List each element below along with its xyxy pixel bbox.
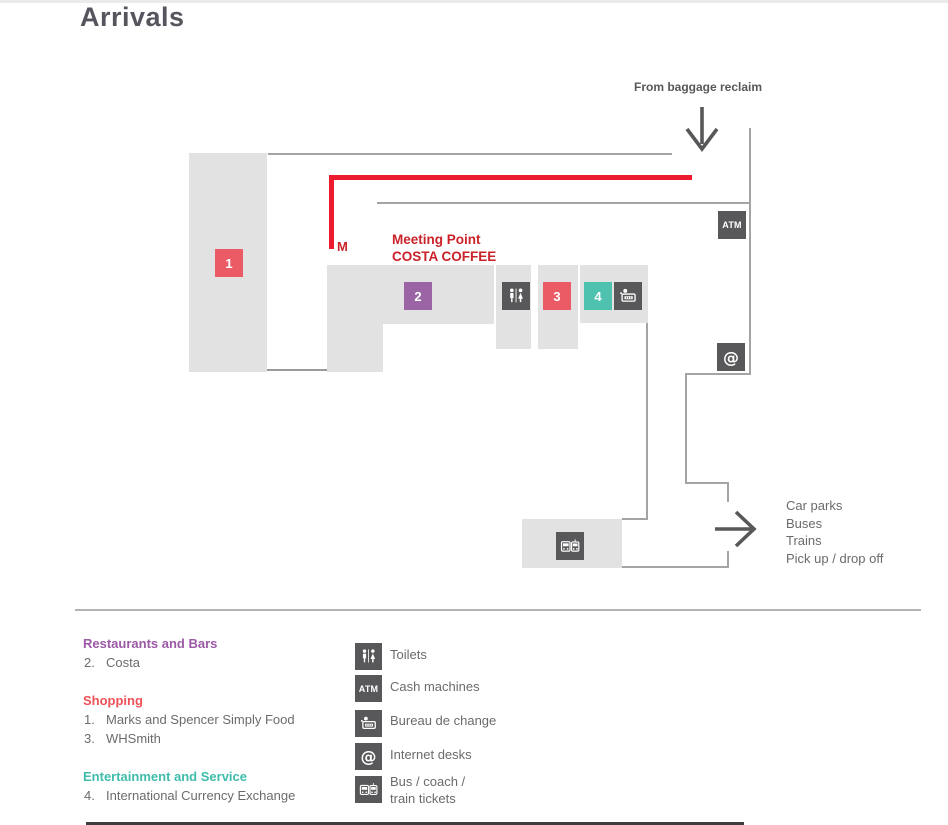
item-label: International Currency Exchange: [106, 788, 296, 803]
exit-line: Buses: [786, 515, 823, 531]
at-symbol: @: [723, 347, 739, 367]
marker-number: 2: [414, 288, 422, 304]
wall-line: [622, 518, 648, 520]
exit-destinations: Car parks Buses Trains Pick up / drop of…: [786, 497, 883, 567]
wall-line: [685, 373, 687, 484]
meeting-point-label: Meeting Point COSTA COFFEE: [392, 232, 496, 265]
wall-line: [646, 323, 648, 520]
toilets-icon: [355, 643, 382, 670]
bureau-de-change-icon: [614, 282, 642, 310]
wall-line: [727, 551, 729, 568]
bus-train-icon: [355, 776, 382, 803]
wall-line: [622, 566, 729, 568]
page-bottom-bar: [86, 822, 744, 825]
wall-line: [727, 482, 729, 502]
legend-item-marks-spencer: 1. Marks and Spencer Simply Food: [84, 712, 295, 727]
map-marker-4: 4: [584, 282, 612, 310]
legend-icon-label-cash-machines: Cash machines: [390, 679, 480, 694]
item-label: Costa: [106, 655, 140, 670]
legend-icon-label-internet: Internet desks: [390, 747, 472, 762]
item-number: 4.: [84, 788, 95, 803]
meeting-point-route-line-horizontal: [329, 175, 692, 180]
map-marker-1: 1: [215, 249, 243, 277]
page-top-border: [0, 0, 948, 3]
marker-number: 4: [594, 288, 602, 304]
item-number: 1.: [84, 712, 95, 727]
wall-line: [685, 482, 729, 484]
exit-line: Car parks: [786, 498, 843, 513]
at-symbol: @: [360, 747, 377, 766]
item-number: 2.: [84, 655, 95, 670]
meeting-point-line1: Meeting Point: [392, 232, 481, 247]
arrow-down-icon: [685, 107, 719, 152]
legend-heading-entertainment: Entertainment and Service: [83, 769, 247, 784]
meeting-point-route-line-vertical: [329, 175, 334, 249]
legend-icon-label-bureau: Bureau de change: [390, 713, 497, 728]
internet-desk-icon: @: [355, 743, 382, 770]
atm-icon: ATM: [718, 211, 746, 239]
map-marker-2: 2: [404, 282, 432, 310]
item-label: Marks and Spencer Simply Food: [106, 712, 295, 727]
legend-heading-restaurants: Restaurants and Bars: [83, 636, 218, 651]
item-number: 3.: [84, 731, 95, 746]
atm-icon-text: ATM: [358, 683, 379, 694]
bureau-de-change-icon: [355, 710, 382, 737]
legend-item-currency-exchange: 4. International Currency Exchange: [84, 788, 295, 803]
page-title: Arrivals: [80, 2, 185, 32]
arrow-right-icon: [715, 510, 757, 548]
internet-desk-icon: @: [717, 343, 745, 371]
meeting-point-m-marker: M: [337, 239, 348, 254]
exit-line: Pick up / drop off: [786, 550, 884, 566]
toilets-icon: [502, 282, 530, 310]
legend-item-costa: 2. Costa: [84, 655, 140, 670]
legend-heading-shopping: Shopping: [83, 693, 143, 708]
bus-train-icon: [556, 532, 584, 560]
map-marker-3: 3: [543, 282, 571, 310]
item-label: WHSmith: [106, 731, 161, 746]
map-zone-costa-extension: [327, 324, 383, 372]
marker-number: 3: [553, 288, 561, 304]
bus-label-line1: Bus / coach /: [390, 774, 466, 789]
from-baggage-reclaim-label: From baggage reclaim: [634, 80, 763, 94]
bus-label-line2: train tickets: [390, 790, 456, 806]
meeting-point-line2: COSTA COFFEE: [392, 248, 497, 264]
legend-icon-label-toilets: Toilets: [390, 647, 427, 662]
wall-line-corridor: [267, 369, 327, 371]
atm-icon: ATM: [355, 675, 382, 702]
marker-number: 1: [225, 255, 233, 271]
wall-line-right: [749, 128, 751, 375]
wall-line-inner: [377, 202, 751, 204]
legend-icon-label-bus-tickets: Bus / coach / train tickets: [390, 774, 465, 807]
legend-item-whsmith: 3. WHSmith: [84, 731, 161, 746]
atm-icon-text: ATM: [722, 220, 742, 230]
wall-line-top: [268, 153, 672, 155]
exit-line: Trains: [786, 533, 822, 548]
legend-divider: [75, 609, 921, 611]
wall-line: [686, 373, 751, 375]
